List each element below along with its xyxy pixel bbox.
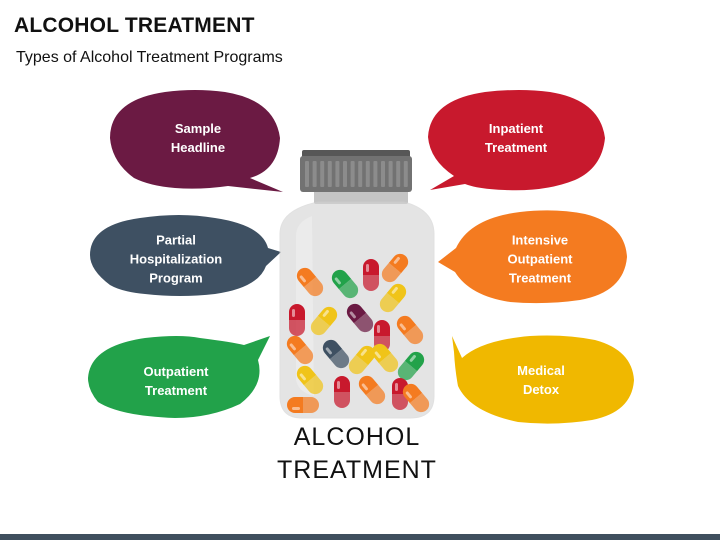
cap-ridge <box>320 161 325 187</box>
bubble-outpatient <box>88 336 270 418</box>
bubble-inpatient <box>428 90 605 191</box>
bottle-label: ALCOHOL TREATMENT <box>277 423 437 484</box>
bubble-intensive-outpatient <box>438 210 627 304</box>
cap-ridge <box>327 161 332 187</box>
cap-ridge <box>396 161 401 187</box>
pill-capsule <box>296 365 324 395</box>
page-subtitle: Types of Alcohol Treatment Programs <box>16 49 283 66</box>
bubble-label-outpatient: Outpatient Treatment <box>143 364 209 398</box>
pill-capsule <box>396 315 424 345</box>
cap-ridge <box>312 161 317 187</box>
cap-body <box>300 156 412 192</box>
bubble-label-sample-headline: Sample Headline <box>170 121 226 155</box>
bubble-shape <box>90 215 281 296</box>
bubble-label-inpatient: Inpatient Treatment <box>484 121 548 155</box>
cap-ridge <box>381 161 385 187</box>
cap-ridge <box>365 161 370 187</box>
pill-capsule <box>371 343 399 373</box>
bubble-shape <box>88 336 270 418</box>
pill-capsule <box>346 303 374 333</box>
cap-ridge <box>305 161 309 187</box>
cap-ridge <box>343 161 347 187</box>
bottle-cap <box>300 150 412 192</box>
cap-ridge <box>403 161 408 187</box>
pill-capsule <box>379 283 407 313</box>
pill-capsule <box>287 397 319 413</box>
bubble-shape <box>428 90 605 191</box>
bubble-medical-detox <box>452 335 634 424</box>
bubble-label-intensive-outpatient: Intensive Outpatient Treatment <box>507 232 573 286</box>
pill-capsule <box>334 376 350 408</box>
pill-capsule <box>289 304 305 336</box>
cap-ridge <box>388 161 393 187</box>
footer-bar <box>0 534 720 540</box>
bubble-shape <box>110 90 283 192</box>
page-title: ALCOHOL TREATMENT <box>14 14 255 37</box>
pill-capsule <box>310 306 338 336</box>
pill-capsule <box>397 351 425 381</box>
pill-capsule <box>348 345 376 375</box>
pill-capsule <box>363 259 379 291</box>
pill-capsule <box>322 339 350 369</box>
pill-capsule <box>358 375 386 405</box>
bubble-shape <box>438 210 627 304</box>
pill-capsule <box>331 269 359 299</box>
bubble-partial-hospitalization <box>90 215 281 296</box>
cap-ridge <box>358 161 363 187</box>
bubble-label-medical-detox: Medical Detox <box>517 363 565 397</box>
bubble-label-partial-hospitalization: Partial Hospitalization Program <box>129 232 223 286</box>
bottle-neck <box>314 190 408 204</box>
pill-capsule <box>381 253 409 283</box>
pill-capsule <box>296 267 324 297</box>
pill-capsule <box>286 335 314 365</box>
cap-ridge <box>373 161 378 187</box>
cap-ridge <box>335 161 340 187</box>
pill-bottle <box>279 150 435 419</box>
cap-ridge <box>350 161 355 187</box>
pill-capsule <box>402 383 430 413</box>
bubble-sample-headline <box>110 90 283 192</box>
bubble-shape <box>452 335 634 424</box>
